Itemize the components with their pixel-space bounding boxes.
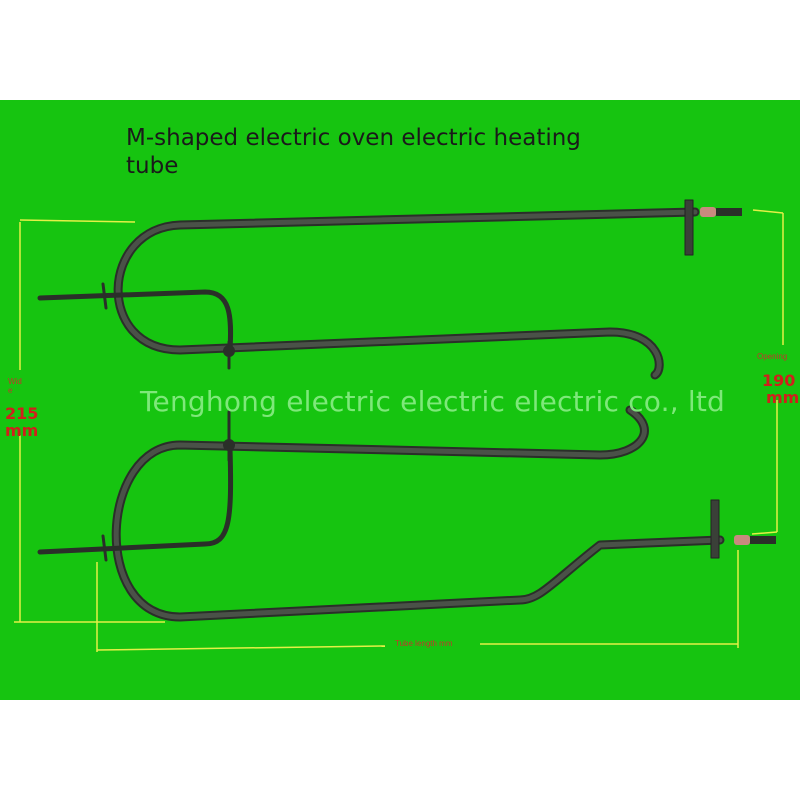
length-line-left [96,645,386,651]
lower-heating-tube [37,405,776,622]
width-top-line [19,219,136,223]
opening-unit: mm [766,388,800,407]
product-title: M-shaped electric oven electric heating … [126,125,581,179]
opening-value: 190 [762,371,796,390]
opening-label: Opening [757,352,788,361]
width-unit: mm [5,421,39,440]
opening-top-line [752,209,784,214]
company-watermark: Tenghong electric electric electric co.,… [140,385,726,418]
width-value: 215 [5,404,39,423]
upper-heating-tube [37,199,742,380]
tube-length-label: Tube length mm [395,639,453,648]
green-backdrop: M-shaped electric oven electric heating … [0,100,800,700]
dimension-lines [14,209,784,652]
heating-tube-illustration [14,199,784,652]
width-label: Wid e [8,377,22,395]
opening-bottom-line [751,531,778,535]
